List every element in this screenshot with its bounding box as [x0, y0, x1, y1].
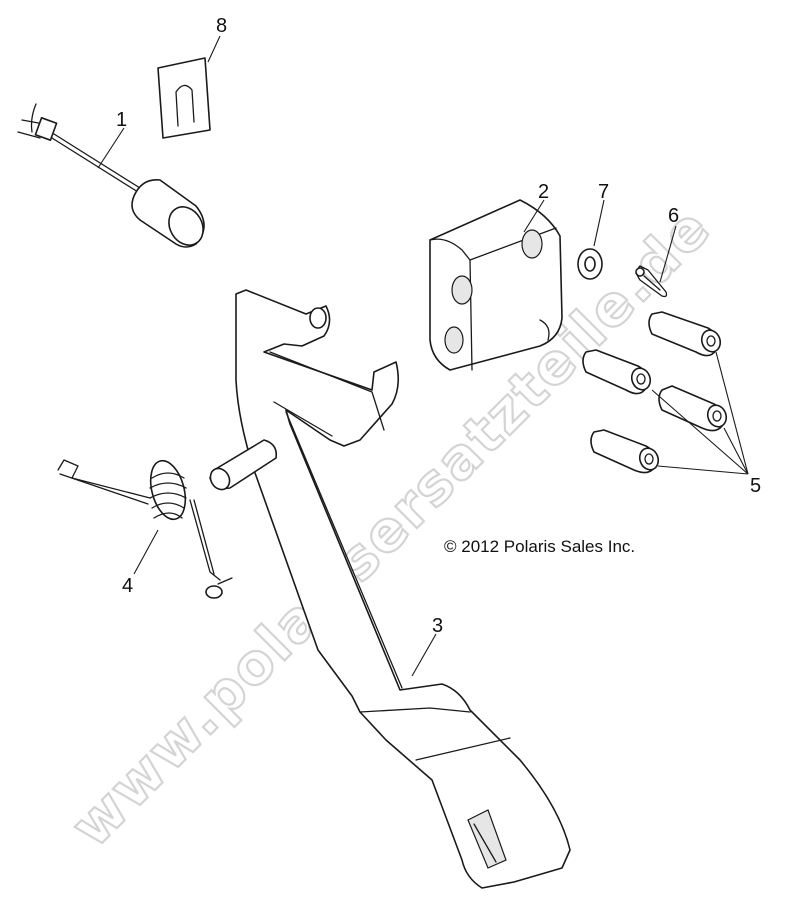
bolt-3 — [658, 385, 728, 432]
copyright-text: © 2012 Polaris Sales Inc. — [444, 537, 635, 556]
watermark-text: www.polarisersatzteile.de — [59, 195, 724, 860]
callout-2: 2 — [538, 181, 549, 203]
leader-8 — [207, 35, 221, 63]
leader-1 — [97, 127, 125, 169]
callout-1: 1 — [116, 109, 127, 131]
leader-7 — [593, 199, 605, 247]
part-6-clip[interactable] — [635, 265, 668, 298]
callout-3: 3 — [432, 615, 443, 637]
leader-4 — [133, 529, 159, 575]
bolt-1 — [648, 311, 722, 357]
part-4-spring[interactable] — [57, 457, 233, 599]
callout-5: 5 — [750, 475, 761, 497]
leader-6 — [659, 225, 677, 283]
leader-5c — [723, 427, 749, 475]
bolt-4 — [590, 429, 660, 474]
bolt-2 — [582, 349, 652, 395]
part-2-housing[interactable] — [429, 199, 563, 371]
leader-3 — [411, 633, 437, 677]
leader-2 — [523, 199, 545, 233]
callout-4: 4 — [122, 575, 133, 597]
callout-7: 7 — [598, 181, 609, 203]
leader-5a — [715, 351, 749, 475]
callout-8: 8 — [216, 15, 227, 37]
leader-lines — [97, 35, 749, 677]
part-8-shim[interactable] — [157, 57, 211, 139]
callout-6: 6 — [668, 205, 679, 227]
leader-5b — [651, 389, 749, 475]
part-7-washer[interactable] — [577, 248, 603, 280]
leader-5d — [657, 465, 749, 475]
part-5-bolts[interactable] — [582, 311, 729, 474]
pivot-pin[interactable] — [207, 439, 278, 493]
part-1-cable-plunger[interactable] — [17, 103, 210, 251]
part-3-pedal[interactable] — [235, 289, 571, 889]
